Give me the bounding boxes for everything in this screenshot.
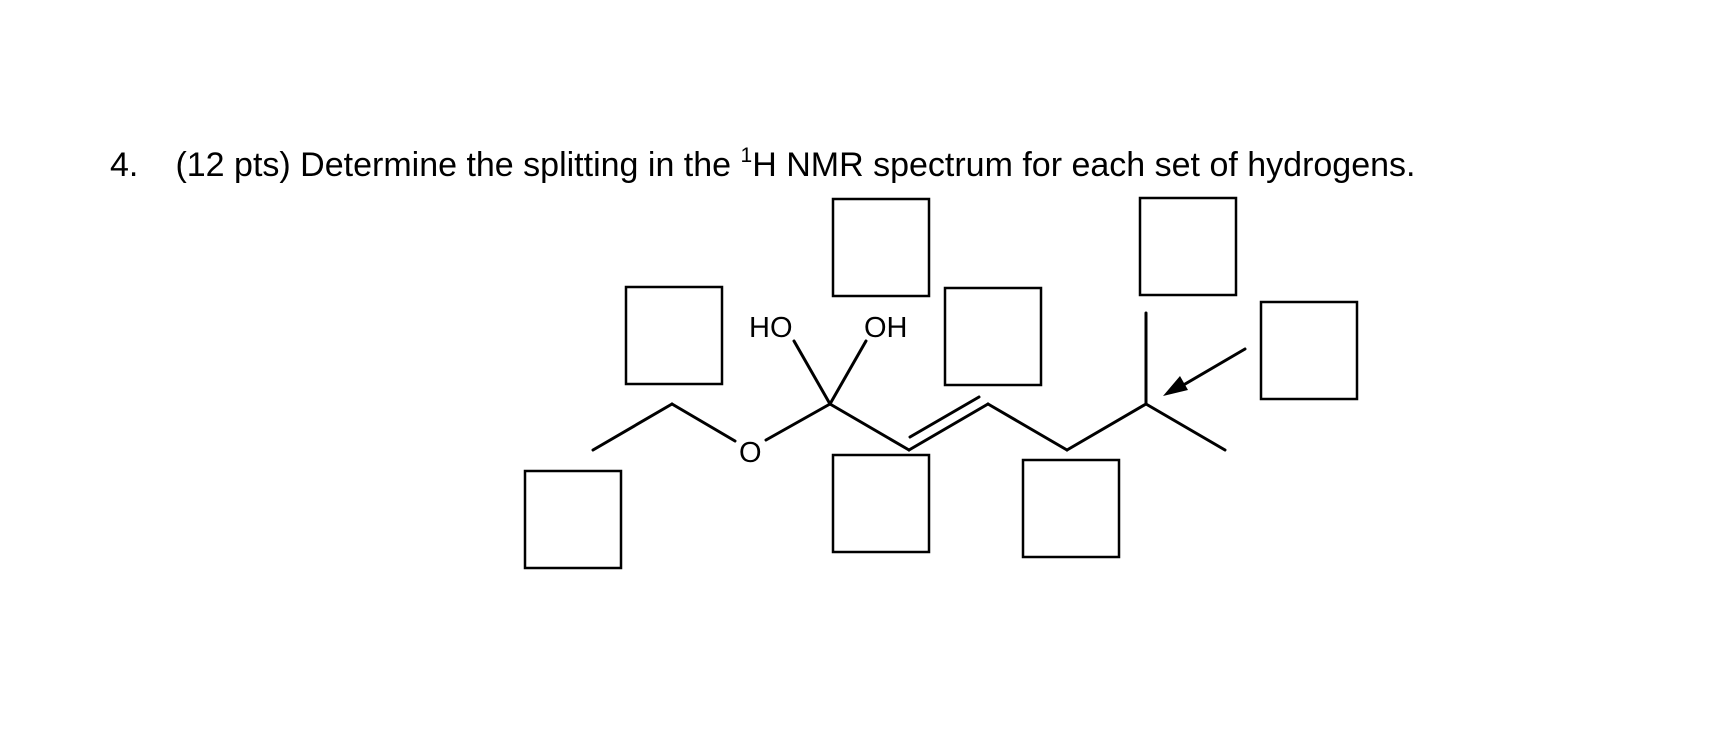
ho-label: HO <box>749 312 793 344</box>
bond-ch-ch2 <box>986 402 1069 452</box>
answer-box-oh[interactable] <box>831 197 931 298</box>
bond-c-oh <box>828 339 868 406</box>
answer-box-vinyl-lower[interactable] <box>831 453 931 554</box>
arrow-icon <box>1163 347 1247 396</box>
isotope-superscript: 1 <box>740 144 753 167</box>
question-number: 4. <box>110 146 139 184</box>
bond-o-c <box>764 402 832 442</box>
bond-double-inner <box>908 395 981 439</box>
oh-label: OH <box>864 312 908 344</box>
molecule-bonds <box>591 311 1227 452</box>
question-prompt-end: H NMR spectrum for each set of hydrogens… <box>752 146 1416 184</box>
answer-boxes <box>523 196 1359 570</box>
bond-c-ho <box>792 339 832 406</box>
question-points: (12 pts) <box>175 146 291 184</box>
question-prompt-start: Determine the splitting in the <box>300 146 741 184</box>
ether-oxygen-label: O <box>739 437 762 469</box>
bond-double-main <box>907 402 990 452</box>
bond-ch2-o <box>670 402 737 443</box>
answer-box-methyl[interactable] <box>1138 196 1238 297</box>
bond-ch2-ch <box>1065 402 1148 452</box>
answer-box-methine[interactable] <box>1259 300 1359 401</box>
question-text: 4. (12 pts) Determine the splitting in t… <box>110 143 1415 192</box>
answer-box-vinyl-upper[interactable] <box>943 286 1043 387</box>
bond-c-ch <box>828 402 911 452</box>
bond-ch-methyl-right <box>1144 402 1227 452</box>
answer-box-ch3[interactable] <box>523 469 623 570</box>
bond-ch3-ch2 <box>591 402 674 452</box>
answer-box-ch2[interactable] <box>624 285 724 386</box>
answer-box-allylic-ch2[interactable] <box>1021 458 1121 559</box>
